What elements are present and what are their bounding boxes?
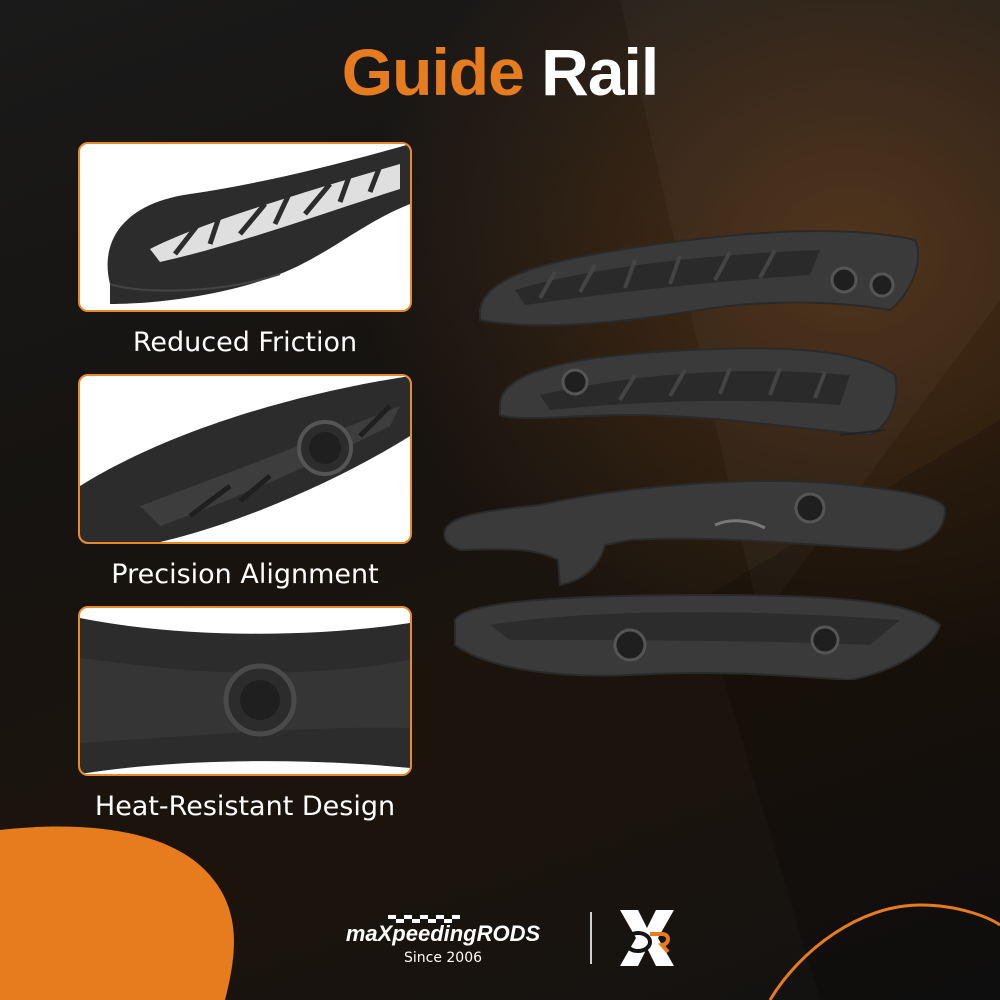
title-word-guide: Guide bbox=[341, 35, 525, 109]
brand-mark-text: OR bbox=[612, 908, 614, 909]
brand-name: maXpeedingRODS bbox=[345, 921, 541, 946]
logo-divider bbox=[590, 912, 592, 964]
feature-image-precision-alignment bbox=[78, 374, 412, 544]
guide-rail-2 bbox=[499, 347, 898, 437]
feature-image-heat-resistant bbox=[78, 606, 412, 776]
checkered-flag-icon bbox=[388, 915, 460, 923]
guide-rail-4 bbox=[454, 593, 942, 680]
feature-caption-heat-resistant: Heat-Resistant Design bbox=[94, 791, 396, 822]
page-title: Guide Rail bbox=[0, 32, 1000, 112]
guide-rail-1 bbox=[479, 229, 920, 327]
guide-rail-3 bbox=[443, 480, 947, 587]
brand-x-mark-icon: OR bbox=[612, 908, 674, 966]
feature-caption-reduced-friction: Reduced Friction bbox=[132, 327, 358, 358]
title-word-rail: Rail bbox=[541, 35, 659, 109]
guide-rails-product-image bbox=[443, 229, 947, 680]
feature-caption-precision-alignment: Precision Alignment bbox=[111, 559, 379, 590]
feature-image-reduced-friction bbox=[78, 142, 412, 312]
brand-since: Since 2006 bbox=[403, 950, 483, 966]
brand-logo: maXpeedingRODS Since 2006 bbox=[318, 915, 568, 975]
